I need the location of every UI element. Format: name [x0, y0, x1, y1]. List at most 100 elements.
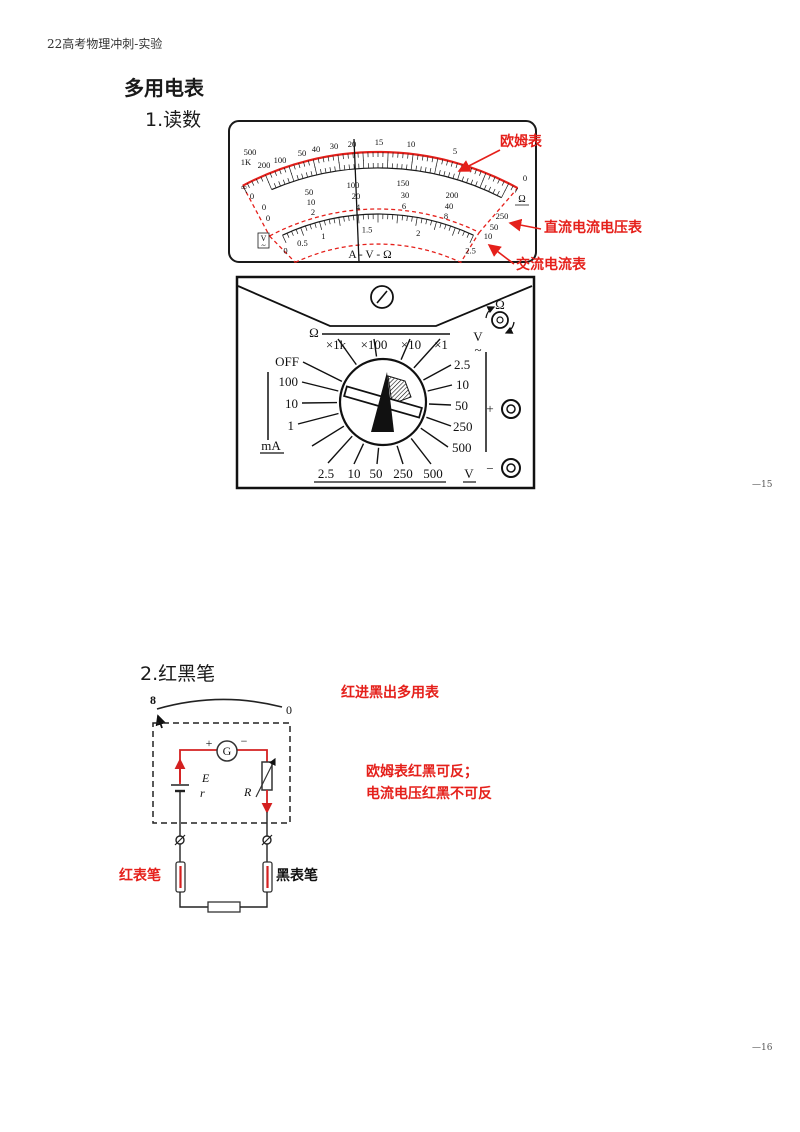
scale-tick: [497, 178, 501, 184]
dc-scale-50-label: 10: [307, 197, 316, 207]
scale-tick: [353, 215, 355, 221]
scale-tick: [338, 217, 341, 226]
scale-tick: [319, 221, 323, 230]
resistor-adjust-arrow: [255, 757, 276, 798]
scale-tick: [435, 158, 439, 167]
ac-v-range-50: 50: [455, 398, 468, 413]
selector-position-line: [337, 338, 357, 366]
ac-scale-label: 0: [283, 245, 287, 255]
subsection-reading-title: 1.读数: [145, 109, 202, 131]
scale-tick: [290, 173, 295, 182]
scale-tick: [324, 168, 327, 174]
ac-voltage-unit: V: [473, 329, 483, 344]
scale-tick: [310, 171, 313, 177]
ohm-infinity-mark: ∞: [241, 182, 247, 192]
scale-infinity-label: 8: [150, 693, 156, 707]
scale-tick: [466, 177, 469, 183]
panel-top-trapezoid: [237, 285, 533, 327]
galvanometer: [216, 740, 238, 762]
scale-tick: [301, 173, 304, 179]
scale-tick: [426, 156, 429, 162]
dc-annotation-arrow: [508, 218, 542, 232]
scale-tick: [286, 232, 290, 238]
ac-symbol-v: V: [261, 234, 267, 243]
ohm-scale-label: 1K: [241, 157, 252, 167]
scale-tick: [501, 189, 506, 198]
selector-position-line: [353, 443, 365, 465]
scale-tick: [470, 179, 474, 185]
scale-tick: [439, 222, 442, 228]
ma-unit-label: mA: [261, 438, 281, 453]
scale-tick: [305, 225, 308, 231]
probe-note-ohm-reversible: 欧姆表红黑可反；: [366, 764, 478, 780]
galvanometer-minus: −: [241, 734, 248, 748]
scale-tick: [444, 224, 447, 230]
scale-tick: [438, 170, 441, 176]
scale-tick: [401, 215, 403, 221]
scale-tick: [483, 184, 487, 190]
range-selector-switch[interactable]: [338, 357, 428, 447]
ohm-scale-label: 200: [258, 160, 271, 170]
dc-scale-250-label: 0: [250, 191, 254, 201]
ma-range-100: 100: [279, 374, 299, 389]
probe-note-current-voltage-not-reversible: 电流电压红黑不可反: [366, 786, 492, 802]
scale-tick: [492, 188, 496, 194]
internal-wire-left: [179, 749, 217, 784]
multimeter-panel: Ω Ω ×1k ×100 ×10 ×1 V ~ OFF 100 10 1 mA …: [235, 275, 536, 490]
subsection-probes-title: 2.红黑笔: [140, 663, 216, 685]
dc-meter-label: 直流电流电压表: [544, 220, 642, 236]
dc-scale-50-label: 50: [490, 222, 499, 232]
scale-tick: [443, 171, 446, 177]
ohm-scale-label: 10: [407, 139, 416, 149]
dc-v-range-2-5: 2.5: [318, 466, 334, 481]
scale-tick: [492, 176, 496, 182]
scale-tick: [466, 232, 470, 238]
scale-tick: [338, 162, 341, 171]
ohm-multiplier-x100: ×100: [361, 337, 388, 352]
scale-tick: [488, 174, 491, 180]
scale-tick: [501, 180, 505, 186]
scale-tick: [415, 217, 418, 226]
scale-tick: [504, 183, 510, 192]
scale-tick: [327, 156, 330, 162]
meter-pointer: [155, 714, 166, 729]
ohm-scale-label: 40: [312, 144, 321, 154]
scale-tick: [334, 166, 336, 172]
scale-tick: [348, 215, 350, 221]
terminal-right-slash: [261, 834, 273, 846]
scale-tick: [282, 179, 286, 185]
selector-position-line: [297, 412, 339, 425]
ohm-range-symbol: Ω: [309, 325, 319, 340]
dc-scale-10-label: 0: [266, 213, 270, 223]
scale-tick: [260, 176, 264, 182]
scale-tick: [314, 166, 318, 176]
scale-tick: [278, 181, 281, 187]
scale-tick: [415, 165, 417, 171]
scale-tick: [255, 178, 259, 184]
dial-function-label: A - V - Ω: [348, 249, 391, 261]
scale-tick: [461, 176, 464, 182]
scale-tick: [455, 163, 458, 169]
selector-position-line: [420, 427, 449, 448]
scale-tick: [450, 161, 453, 167]
dc-scale-250-label: 50: [305, 187, 314, 197]
resistor-label: R: [243, 785, 252, 799]
scale-tick: [288, 165, 292, 175]
scale-tick: [283, 167, 287, 173]
scale-tick: [421, 155, 424, 161]
selector-position-line: [376, 447, 380, 465]
external-wire: [240, 892, 268, 908]
scale-tick: [268, 181, 273, 190]
scale-tick: [410, 161, 413, 171]
scale-tick: [314, 222, 317, 228]
scale-zero-label: 0: [286, 703, 292, 717]
scale-tick: [430, 220, 433, 226]
scale-tick: [457, 171, 461, 181]
meter-scale-arc: [156, 698, 283, 710]
selector-position-line: [302, 361, 343, 383]
selector-position-line: [373, 338, 378, 357]
scale-tick: [282, 235, 287, 244]
dc-scale-50-label: 30: [401, 190, 410, 200]
scale-tick: [462, 231, 465, 236]
